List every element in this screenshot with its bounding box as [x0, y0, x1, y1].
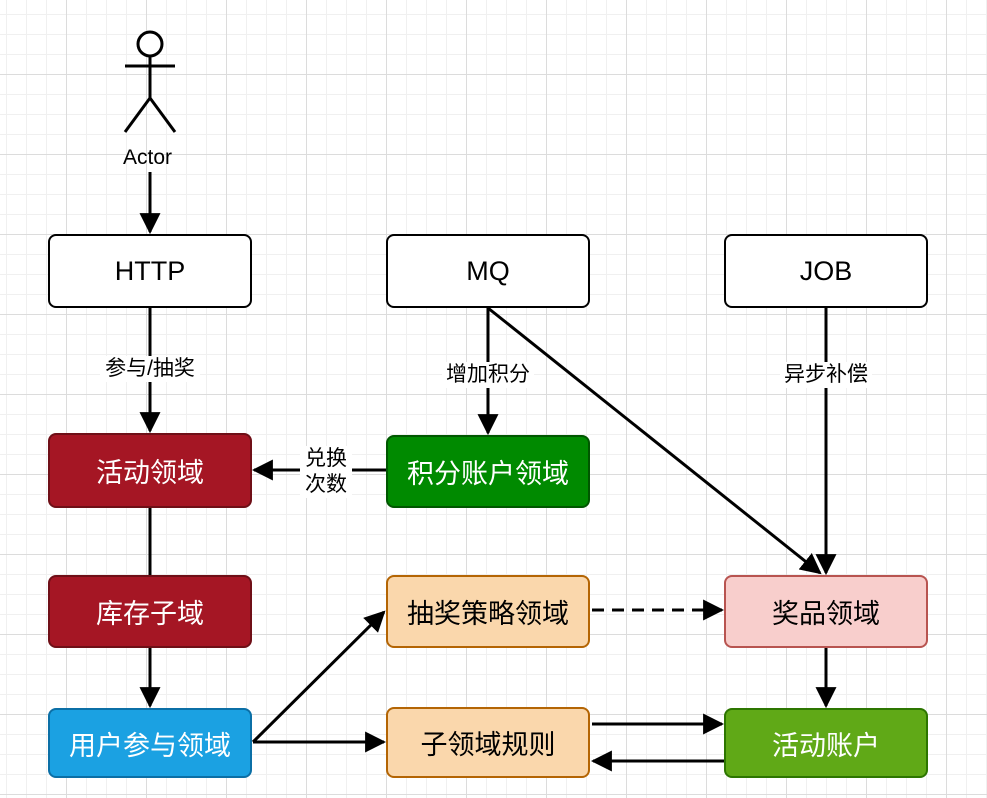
- stock-subdomain-node[interactable]: 库存子域: [48, 575, 252, 648]
- actor-label: Actor: [123, 146, 173, 169]
- edge-label-participate-draw: 参与/抽奖: [100, 356, 200, 382]
- edge-label-exchange-line2: 次数: [305, 473, 347, 496]
- edge-label-exchange-count: 兑换 次数: [300, 446, 352, 498]
- job-node[interactable]: JOB: [724, 234, 928, 308]
- edge-mq-to-prize: [487, 306, 822, 575]
- edge-label-exchange-line1: 兑换: [305, 447, 347, 470]
- lottery-strategy-domain-node[interactable]: 抽奖策略领域: [386, 575, 590, 648]
- user-participation-domain-node[interactable]: 用户参与领域: [48, 708, 252, 778]
- mq-node[interactable]: MQ: [386, 234, 590, 308]
- subdomain-rules-node[interactable]: 子领域规则: [386, 707, 590, 778]
- edge-label-async-compensation: 异步补偿: [780, 362, 872, 388]
- points-account-domain-node[interactable]: 积分账户领域: [386, 435, 590, 508]
- actor-figure: [123, 30, 177, 133]
- activity-account-node[interactable]: 活动账户: [724, 708, 928, 778]
- edge-user-to-strategy: [251, 610, 386, 744]
- edge-label-add-points: 增加积分: [442, 362, 534, 388]
- http-node[interactable]: HTTP: [48, 234, 252, 308]
- activity-domain-node[interactable]: 活动领域: [48, 433, 252, 508]
- prize-domain-node[interactable]: 奖品领域: [724, 575, 928, 648]
